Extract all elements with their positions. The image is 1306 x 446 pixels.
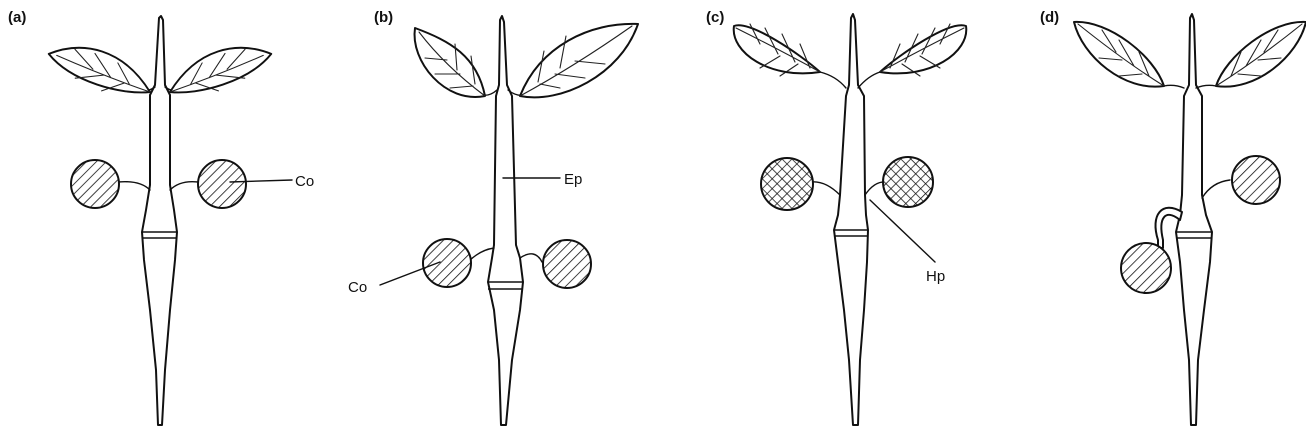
panel-c: (c) Hp <box>706 9 966 425</box>
co-label: Co <box>295 173 314 190</box>
leaf-right <box>520 24 638 97</box>
hp-leader-line <box>870 200 935 262</box>
seedling-axis <box>834 14 868 425</box>
cotyledon-right <box>543 240 591 288</box>
leaf-left <box>1074 22 1164 87</box>
panel-label-b: (b) <box>374 9 393 26</box>
hp-label: Hp <box>926 268 945 285</box>
cotyledon-stalk-right <box>1202 180 1230 198</box>
leaf-left <box>734 24 820 76</box>
leaf-right <box>880 24 966 76</box>
co-label: Co <box>348 279 367 296</box>
panel-d: (d) <box>1040 9 1306 425</box>
cotyledon-left <box>1121 243 1171 293</box>
seedling-axis <box>1176 14 1212 425</box>
cotyledon-left <box>423 239 471 287</box>
cotyledon-left <box>761 158 813 210</box>
panel-label-c: (c) <box>706 9 724 26</box>
seedling-axis <box>488 16 523 425</box>
leaf-left <box>415 28 485 97</box>
panel-label-d: (d) <box>1040 9 1059 26</box>
panel-label-a: (a) <box>8 9 26 26</box>
cotyledon-stalk-right <box>170 182 198 190</box>
cotyledon-left <box>71 160 119 208</box>
cotyledon-right <box>1232 156 1280 204</box>
panel-a: (a) Co <box>8 9 314 425</box>
cotyledon-stalk-right <box>520 254 542 262</box>
cotyledon-stalk-left <box>810 182 840 195</box>
petiole-right <box>858 72 880 88</box>
petiole-left <box>1164 85 1184 88</box>
cotyledon-stalk-left <box>468 248 494 262</box>
cotyledon-right <box>198 160 246 208</box>
seedling-axis <box>142 16 177 425</box>
cotyledon-stalk-left <box>118 182 150 190</box>
ep-label: Ep <box>564 171 582 188</box>
leaf-right <box>1216 22 1306 87</box>
petiole-left <box>820 72 846 88</box>
petiole-right <box>1196 85 1216 88</box>
panel-b: (b) Ep Co <box>348 9 638 425</box>
leaf-right <box>170 36 272 108</box>
cotyledon-right <box>883 157 933 207</box>
leaf-left <box>48 36 150 108</box>
